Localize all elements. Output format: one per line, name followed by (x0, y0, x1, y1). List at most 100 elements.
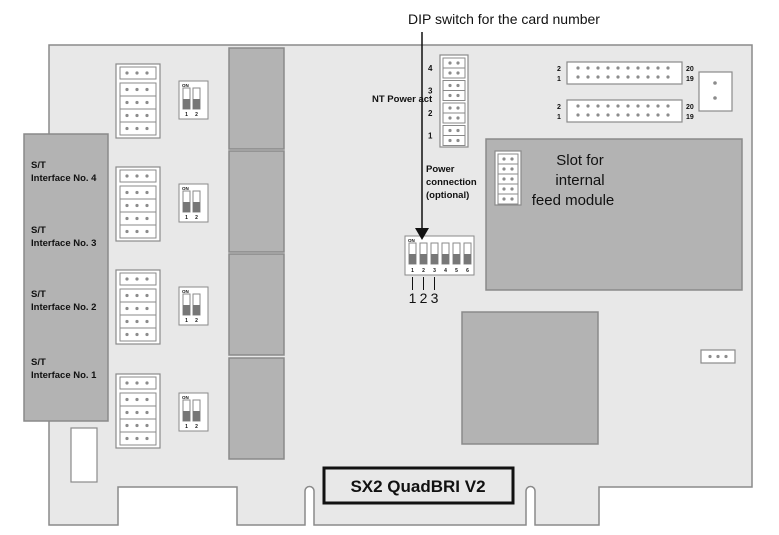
jumper-row (497, 183, 519, 195)
pin-dot (646, 113, 650, 117)
st-interface-label: Interface No. 2 (31, 302, 96, 313)
pin-dot (606, 104, 610, 108)
pin-label: 2 (557, 104, 561, 111)
pin-dot (596, 66, 600, 70)
jumper-row (497, 153, 519, 165)
power-connection-line1: Power (426, 164, 455, 175)
pin-dot (145, 71, 149, 75)
pin-label: 19 (686, 76, 694, 83)
pin-dot (510, 157, 514, 161)
dip-switch-number: 2 (195, 318, 198, 324)
pin-dot (135, 87, 139, 92)
pin-header-20 (566, 99, 683, 123)
pin-dot (125, 381, 129, 385)
slot-label-line3: feed module (532, 192, 615, 209)
jumper-row (497, 163, 519, 175)
pin-dot (456, 83, 460, 88)
pin-dot (135, 381, 139, 385)
pin-dot (646, 104, 650, 108)
pin-dot (125, 203, 129, 208)
callout-number: 1 (409, 290, 417, 306)
pin-dot (135, 397, 139, 402)
nt-power-pin-label: 1 (428, 132, 433, 141)
pin-dot (502, 197, 506, 201)
pin-dot (456, 61, 460, 65)
pin-dot (708, 354, 712, 359)
dip-switch-number: 2 (195, 215, 198, 221)
pin-dot (656, 113, 660, 117)
pin-dot (636, 104, 640, 108)
pin-dot (125, 306, 129, 311)
dip-on-label: ON (408, 238, 415, 243)
pin-dot (135, 436, 139, 441)
pin-dot (666, 75, 670, 79)
pin-dot (448, 128, 452, 133)
slot-label-line1: Slot for (556, 152, 604, 169)
pin-dot (606, 66, 610, 70)
pin-dot (576, 113, 580, 117)
pin-dot (626, 104, 630, 108)
dip-switch-number: 6 (466, 268, 469, 274)
pin-dot (135, 190, 139, 195)
pin-dot (456, 116, 460, 120)
st-interface-connector (23, 133, 109, 422)
dip-switch-number: 5 (455, 268, 458, 274)
product-label: SX2 QuadBRI V2 (350, 477, 485, 496)
dip-switch-number: 2 (422, 268, 425, 274)
interface-chip (228, 253, 285, 356)
pin-dot (666, 104, 670, 108)
pin-dot (448, 61, 452, 65)
st-interface-label: S/T (31, 289, 46, 300)
pin-dot (145, 100, 149, 105)
pin-dot (145, 319, 149, 324)
pin-dot (666, 66, 670, 70)
pin-dot (456, 138, 460, 143)
pin-dot (125, 190, 129, 195)
power-connection-line3: (optional) (426, 190, 469, 201)
pin-dot (145, 174, 149, 178)
dip-on-label: ON (182, 83, 189, 88)
pin-label: 2 (557, 66, 561, 73)
pin-dot (576, 104, 580, 108)
pin-dot (125, 87, 129, 92)
pin-dot (145, 229, 149, 234)
pin-dot (145, 113, 149, 118)
pin-dot (145, 306, 149, 311)
pin-dot (135, 203, 139, 208)
pin-label: 1 (557, 114, 561, 121)
pin-dot (586, 104, 590, 108)
dip-switch-number: 1 (185, 215, 188, 221)
st-interface-label: Interface No. 3 (31, 238, 96, 249)
pin-dot (125, 174, 129, 178)
pin-dot (626, 66, 630, 70)
pin-dot (616, 66, 620, 70)
dip-switch-number: 4 (444, 268, 447, 274)
pin-dot (616, 75, 620, 79)
pin-dot (616, 104, 620, 108)
interface-chip (228, 150, 285, 253)
pin-dot (135, 126, 139, 131)
pin-dot (125, 113, 129, 118)
pin-dot (456, 106, 460, 110)
pin-dot (576, 75, 580, 79)
pin-dot (145, 277, 149, 281)
dip-switch-number: 1 (411, 268, 414, 274)
pin-dot (448, 106, 452, 110)
pin-dot (586, 75, 590, 79)
pin-dot (724, 354, 728, 359)
pin-dot (510, 197, 514, 201)
power-connector-2pin (698, 71, 733, 112)
pin-dot (135, 332, 139, 337)
pin-dot (502, 157, 506, 161)
pin-dot (135, 113, 139, 118)
pin-dot (135, 174, 139, 178)
bracket-cutout (70, 427, 98, 483)
pin-dot (448, 93, 452, 98)
pin-dot (616, 113, 620, 117)
dip-on-label: ON (182, 186, 189, 191)
pin-label: 20 (686, 104, 694, 111)
dip-switch-lever (183, 411, 190, 421)
pin-label: 1 (557, 76, 561, 83)
